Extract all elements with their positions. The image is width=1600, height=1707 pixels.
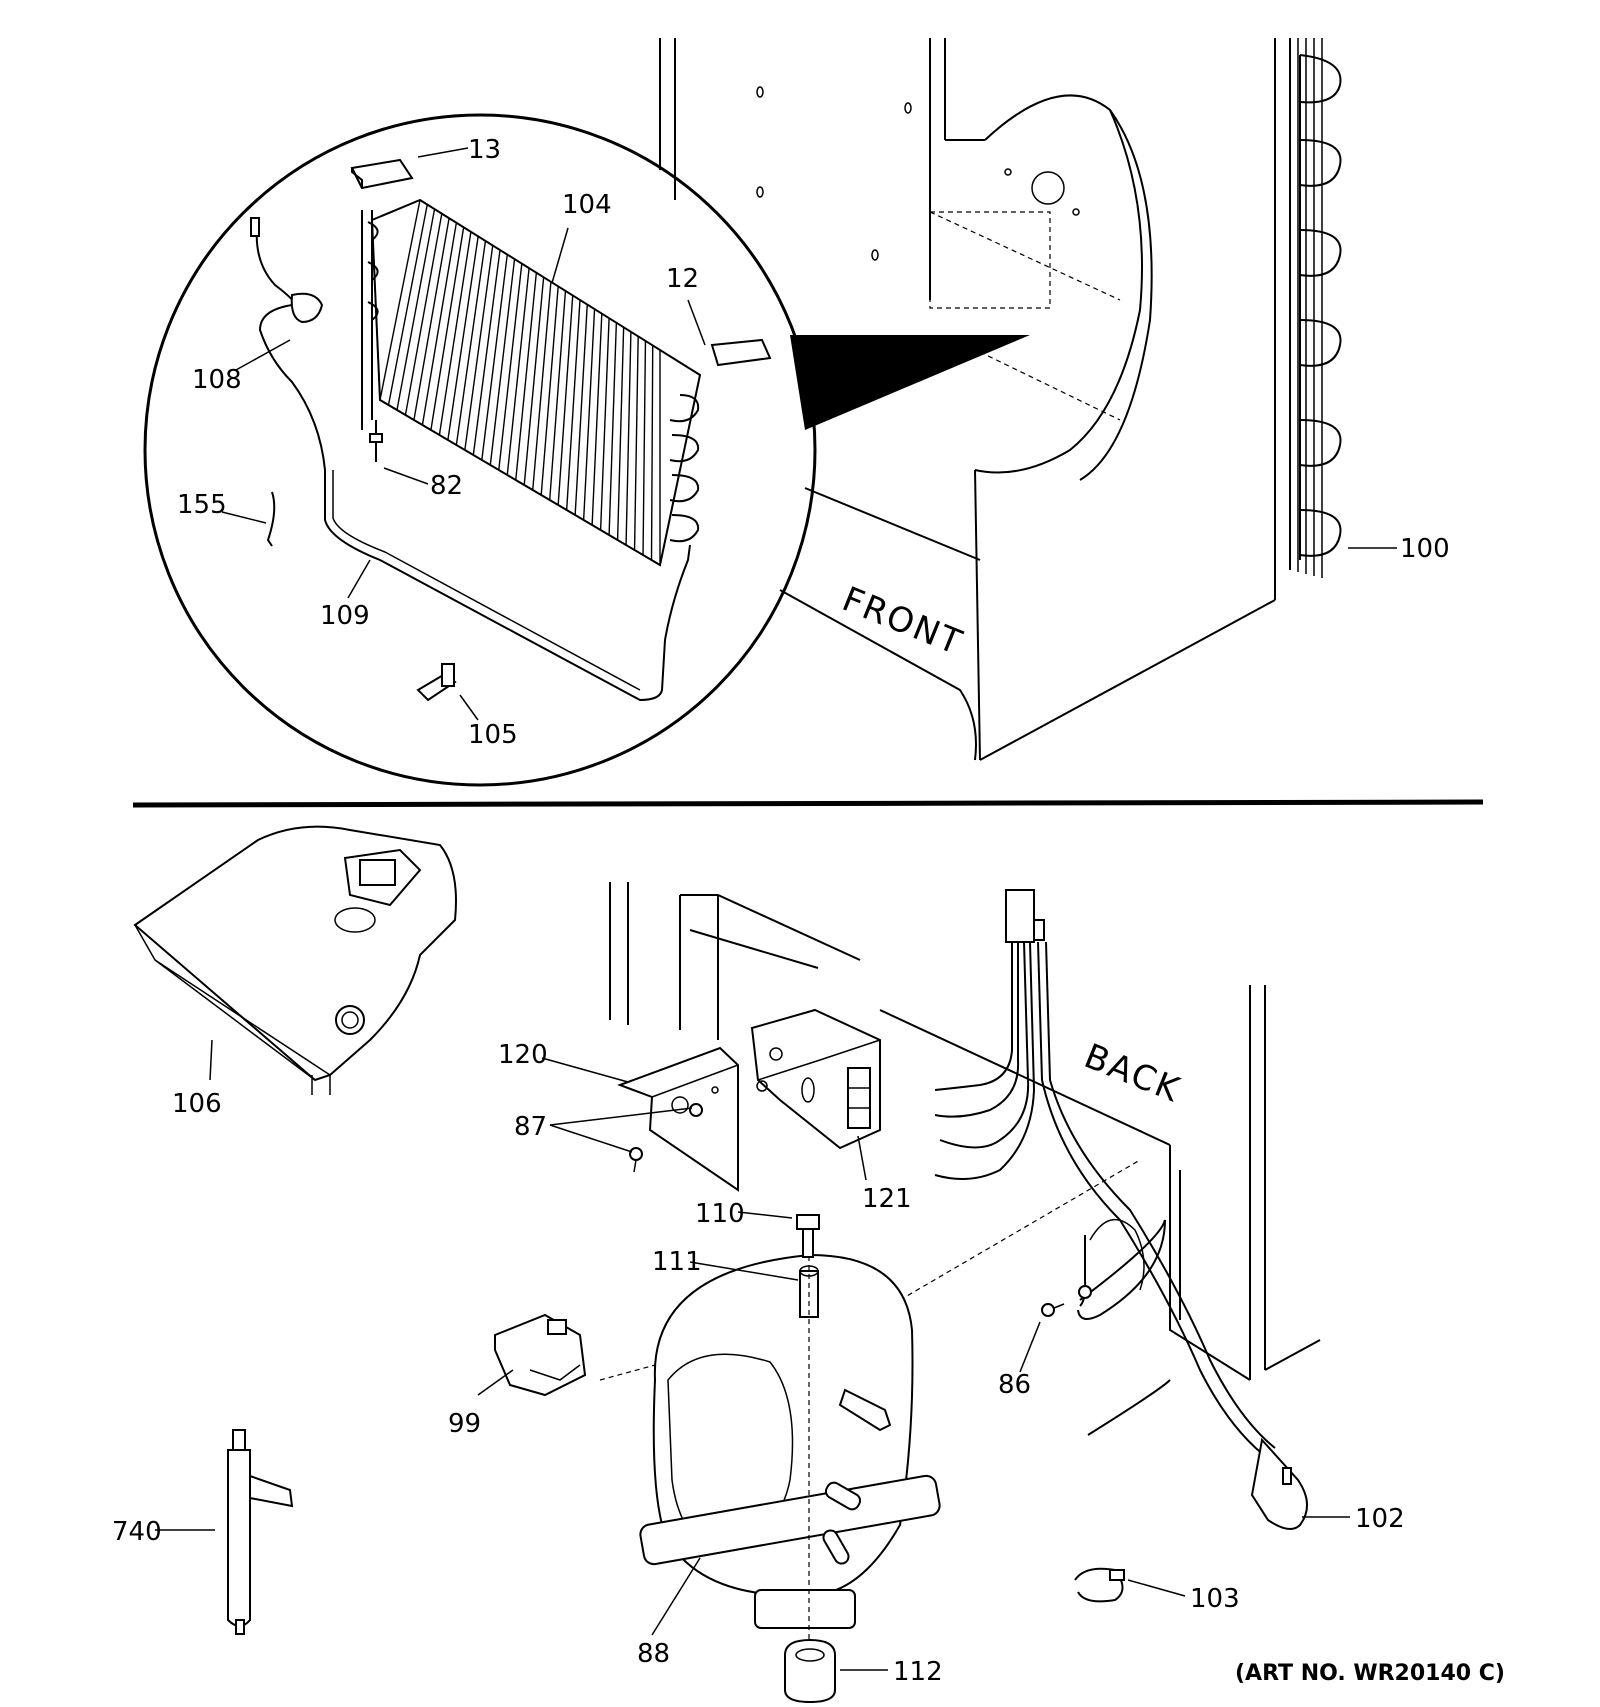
clip-103 <box>1074 1567 1125 1603</box>
bracket-120 <box>617 1046 739 1192</box>
evaporator-fin <box>582 309 596 521</box>
evaporator-fin <box>557 295 574 506</box>
evaporator-fin <box>574 304 588 516</box>
evaporator-fin <box>404 213 443 416</box>
art-number: (ART NO. WR20140 C) <box>1235 1661 1505 1686</box>
evaporator-fin <box>599 318 610 531</box>
callout-110: 110 <box>695 1199 745 1229</box>
callout-108: 108 <box>192 365 242 395</box>
back-label: BACK <box>1079 1036 1187 1111</box>
evaporator-fin <box>481 254 508 461</box>
callout-740: 740 <box>112 1517 162 1547</box>
callout-104: 104 <box>562 190 612 220</box>
ice-motor-106 <box>133 825 457 1095</box>
wire-harness <box>934 889 1308 1530</box>
heater-109 <box>324 470 691 702</box>
pad-12 <box>710 338 772 367</box>
leader-lines-upper <box>221 147 1397 721</box>
front-label: FRONT <box>837 579 969 663</box>
evaporator-fin <box>489 259 516 466</box>
callout-13: 13 <box>468 135 501 165</box>
evaporator-fin <box>625 331 632 546</box>
evaporator-fin <box>523 277 545 486</box>
evaporator-fin <box>379 199 421 401</box>
callout-88: 88 <box>637 1639 670 1669</box>
callout-87: 87 <box>514 1112 547 1142</box>
overload-99 <box>494 1313 587 1397</box>
callout-103: 103 <box>1190 1584 1240 1614</box>
detail-circle <box>143 113 817 787</box>
evaporator-fin <box>515 272 538 481</box>
callout-121: 121 <box>862 1184 912 1214</box>
evaporator-fin <box>540 286 559 496</box>
callout-100: 100 <box>1400 534 1450 564</box>
callout-105: 105 <box>468 720 518 750</box>
clip-155 <box>266 491 276 547</box>
callout-109: 109 <box>320 601 370 631</box>
evaporator-fin <box>591 313 603 526</box>
part-82 <box>369 420 383 462</box>
evaporator-fin <box>438 231 472 436</box>
evaporator-fin <box>506 268 530 476</box>
callout-wedge <box>790 335 1030 430</box>
thermostat-108 <box>250 217 326 471</box>
pin-105 <box>416 663 457 702</box>
evaporator-fin <box>616 327 625 541</box>
callout-99: 99 <box>448 1409 481 1439</box>
callout-106: 106 <box>172 1089 222 1119</box>
evaporator-fin <box>387 204 428 406</box>
screws-87 <box>629 1103 703 1173</box>
callout-82: 82 <box>430 471 463 501</box>
callout-112: 112 <box>893 1657 943 1687</box>
evaporator-fin <box>472 249 501 456</box>
evaporator-fin <box>430 227 465 431</box>
callout-120: 120 <box>498 1040 548 1070</box>
evaporator-fin <box>413 218 450 421</box>
pad-13 <box>350 158 414 190</box>
drier-740 <box>227 1429 294 1635</box>
callout-102: 102 <box>1355 1504 1405 1534</box>
evaporator-fin <box>633 336 639 551</box>
condenser-coil <box>1289 38 1342 578</box>
cabinet-outline <box>659 38 1291 761</box>
evaporator-fin <box>532 281 552 491</box>
evaporator-fin <box>455 240 487 446</box>
evaporator-fin <box>565 299 581 511</box>
compressor-88 <box>639 1220 941 1660</box>
evaporator-fin <box>642 340 647 556</box>
callout-155: 155 <box>177 490 227 520</box>
callout-12: 12 <box>666 264 699 294</box>
relay-121 <box>750 1008 881 1150</box>
evaporator-fin <box>464 245 494 451</box>
leader-lines-lower <box>155 1039 1350 1671</box>
bolt-110 <box>796 1214 820 1258</box>
evaporator-fin <box>548 290 567 501</box>
grommet-112 <box>784 1638 836 1704</box>
evaporator-fin <box>608 322 618 536</box>
section-divider <box>132 799 1484 808</box>
callout-111: 111 <box>652 1247 702 1277</box>
evaporator-fin <box>650 345 654 561</box>
evaporator-fin <box>498 263 523 471</box>
evaporator-fin <box>396 208 436 411</box>
callout-86: 86 <box>998 1370 1031 1400</box>
evaporator-fin <box>421 222 458 426</box>
evaporator-fin <box>447 236 479 441</box>
evaporator-coil <box>361 198 702 567</box>
screw-86 <box>1041 1285 1092 1317</box>
